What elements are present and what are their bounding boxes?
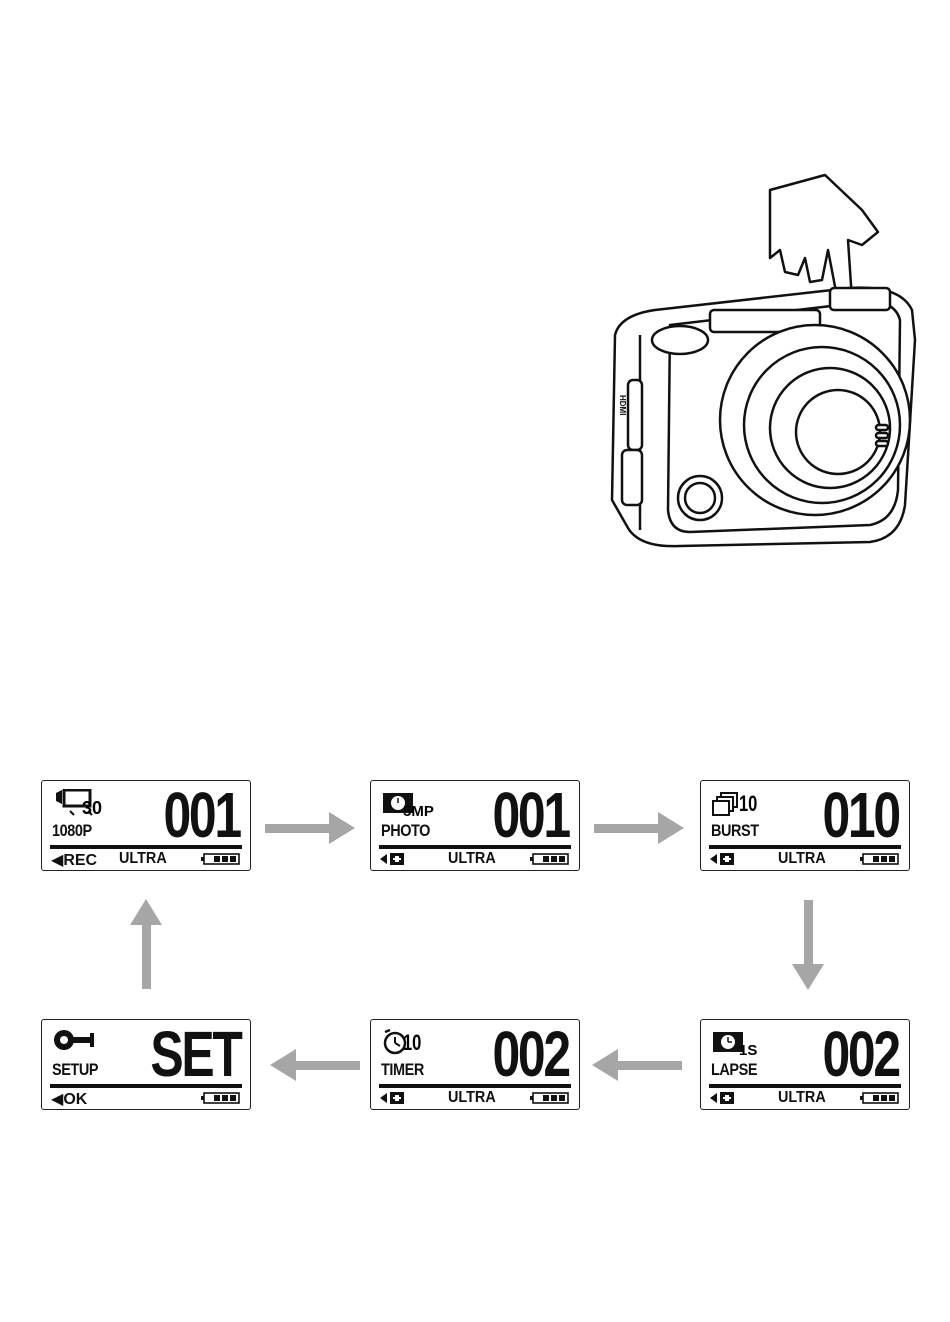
file-count: 002: [493, 1022, 569, 1086]
burst-count-label: 10: [739, 791, 757, 817]
mode-label: LAPSE: [711, 1060, 757, 1080]
back-card-icon: [710, 1091, 742, 1105]
back-card-icon: [710, 852, 742, 866]
quality-label: ULTRA: [448, 850, 496, 868]
interval-label: 1S: [739, 1042, 757, 1059]
quality-label: ULTRA: [119, 850, 167, 868]
arrow-right-2: [594, 808, 686, 848]
camera-body: [612, 288, 915, 547]
divider: [709, 845, 901, 849]
mode-label: PHOTO: [381, 821, 430, 841]
divider: [379, 845, 571, 849]
bottom-left-label: ◀OK: [51, 1089, 87, 1109]
lcd-screen-timer: 10 TIMER 002 ULTRA: [370, 1019, 580, 1110]
file-count: 010: [823, 783, 899, 847]
mode-label: SETUP: [52, 1060, 98, 1080]
hdmi-port-label: HDMI: [618, 395, 627, 415]
file-count: 001: [493, 783, 569, 847]
wrench-icon: [52, 1028, 112, 1056]
arrow-down: [788, 900, 828, 992]
lcd-screen-setup: SETUP SET ◀OK: [41, 1019, 251, 1110]
mode-label: BURST: [711, 821, 759, 841]
lcd-screen-lapse: 1S LAPSE 002 ULTRA: [700, 1019, 910, 1110]
arrow-left-2: [268, 1045, 360, 1085]
back-card-icon: [380, 852, 412, 866]
file-count: 002: [823, 1022, 899, 1086]
arrow-right-1: [265, 808, 357, 848]
back-card-icon: [380, 1091, 412, 1105]
lcd-screen-burst: 10 BURST 010 ULTRA: [700, 780, 910, 871]
arrow-left-1: [590, 1045, 682, 1085]
pressing-hand-icon: [770, 175, 878, 302]
quality-label: ULTRA: [448, 1089, 496, 1107]
resolution-label: 5MP: [403, 803, 434, 820]
battery-icon: [530, 853, 570, 865]
divider: [50, 845, 242, 849]
file-count: 001: [164, 783, 240, 847]
battery-icon: [860, 853, 900, 865]
delay-label: 10: [403, 1030, 421, 1056]
battery-icon: [530, 1092, 570, 1104]
mode-label: TIMER: [381, 1060, 424, 1080]
divider: [50, 1084, 242, 1088]
quality-label: ULTRA: [778, 1089, 826, 1107]
bottom-left-label: ◀REC: [51, 850, 97, 870]
divider: [379, 1084, 571, 1088]
battery-icon: [201, 853, 241, 865]
lcd-screen-video: 1080P 30 001 ◀REC ULTRA: [41, 780, 251, 871]
lcd-screen-photo: 5MP PHOTO 001 ULTRA: [370, 780, 580, 871]
battery-icon: [201, 1092, 241, 1104]
battery-icon: [860, 1092, 900, 1104]
mode-label: 1080P: [52, 821, 92, 841]
arrow-up: [126, 897, 166, 989]
frame-rate-label: 30: [82, 798, 102, 819]
quality-label: ULTRA: [778, 850, 826, 868]
divider: [709, 1084, 901, 1088]
camera-illustration: HDMI: [600, 170, 920, 550]
setup-title: SET: [150, 1022, 240, 1086]
